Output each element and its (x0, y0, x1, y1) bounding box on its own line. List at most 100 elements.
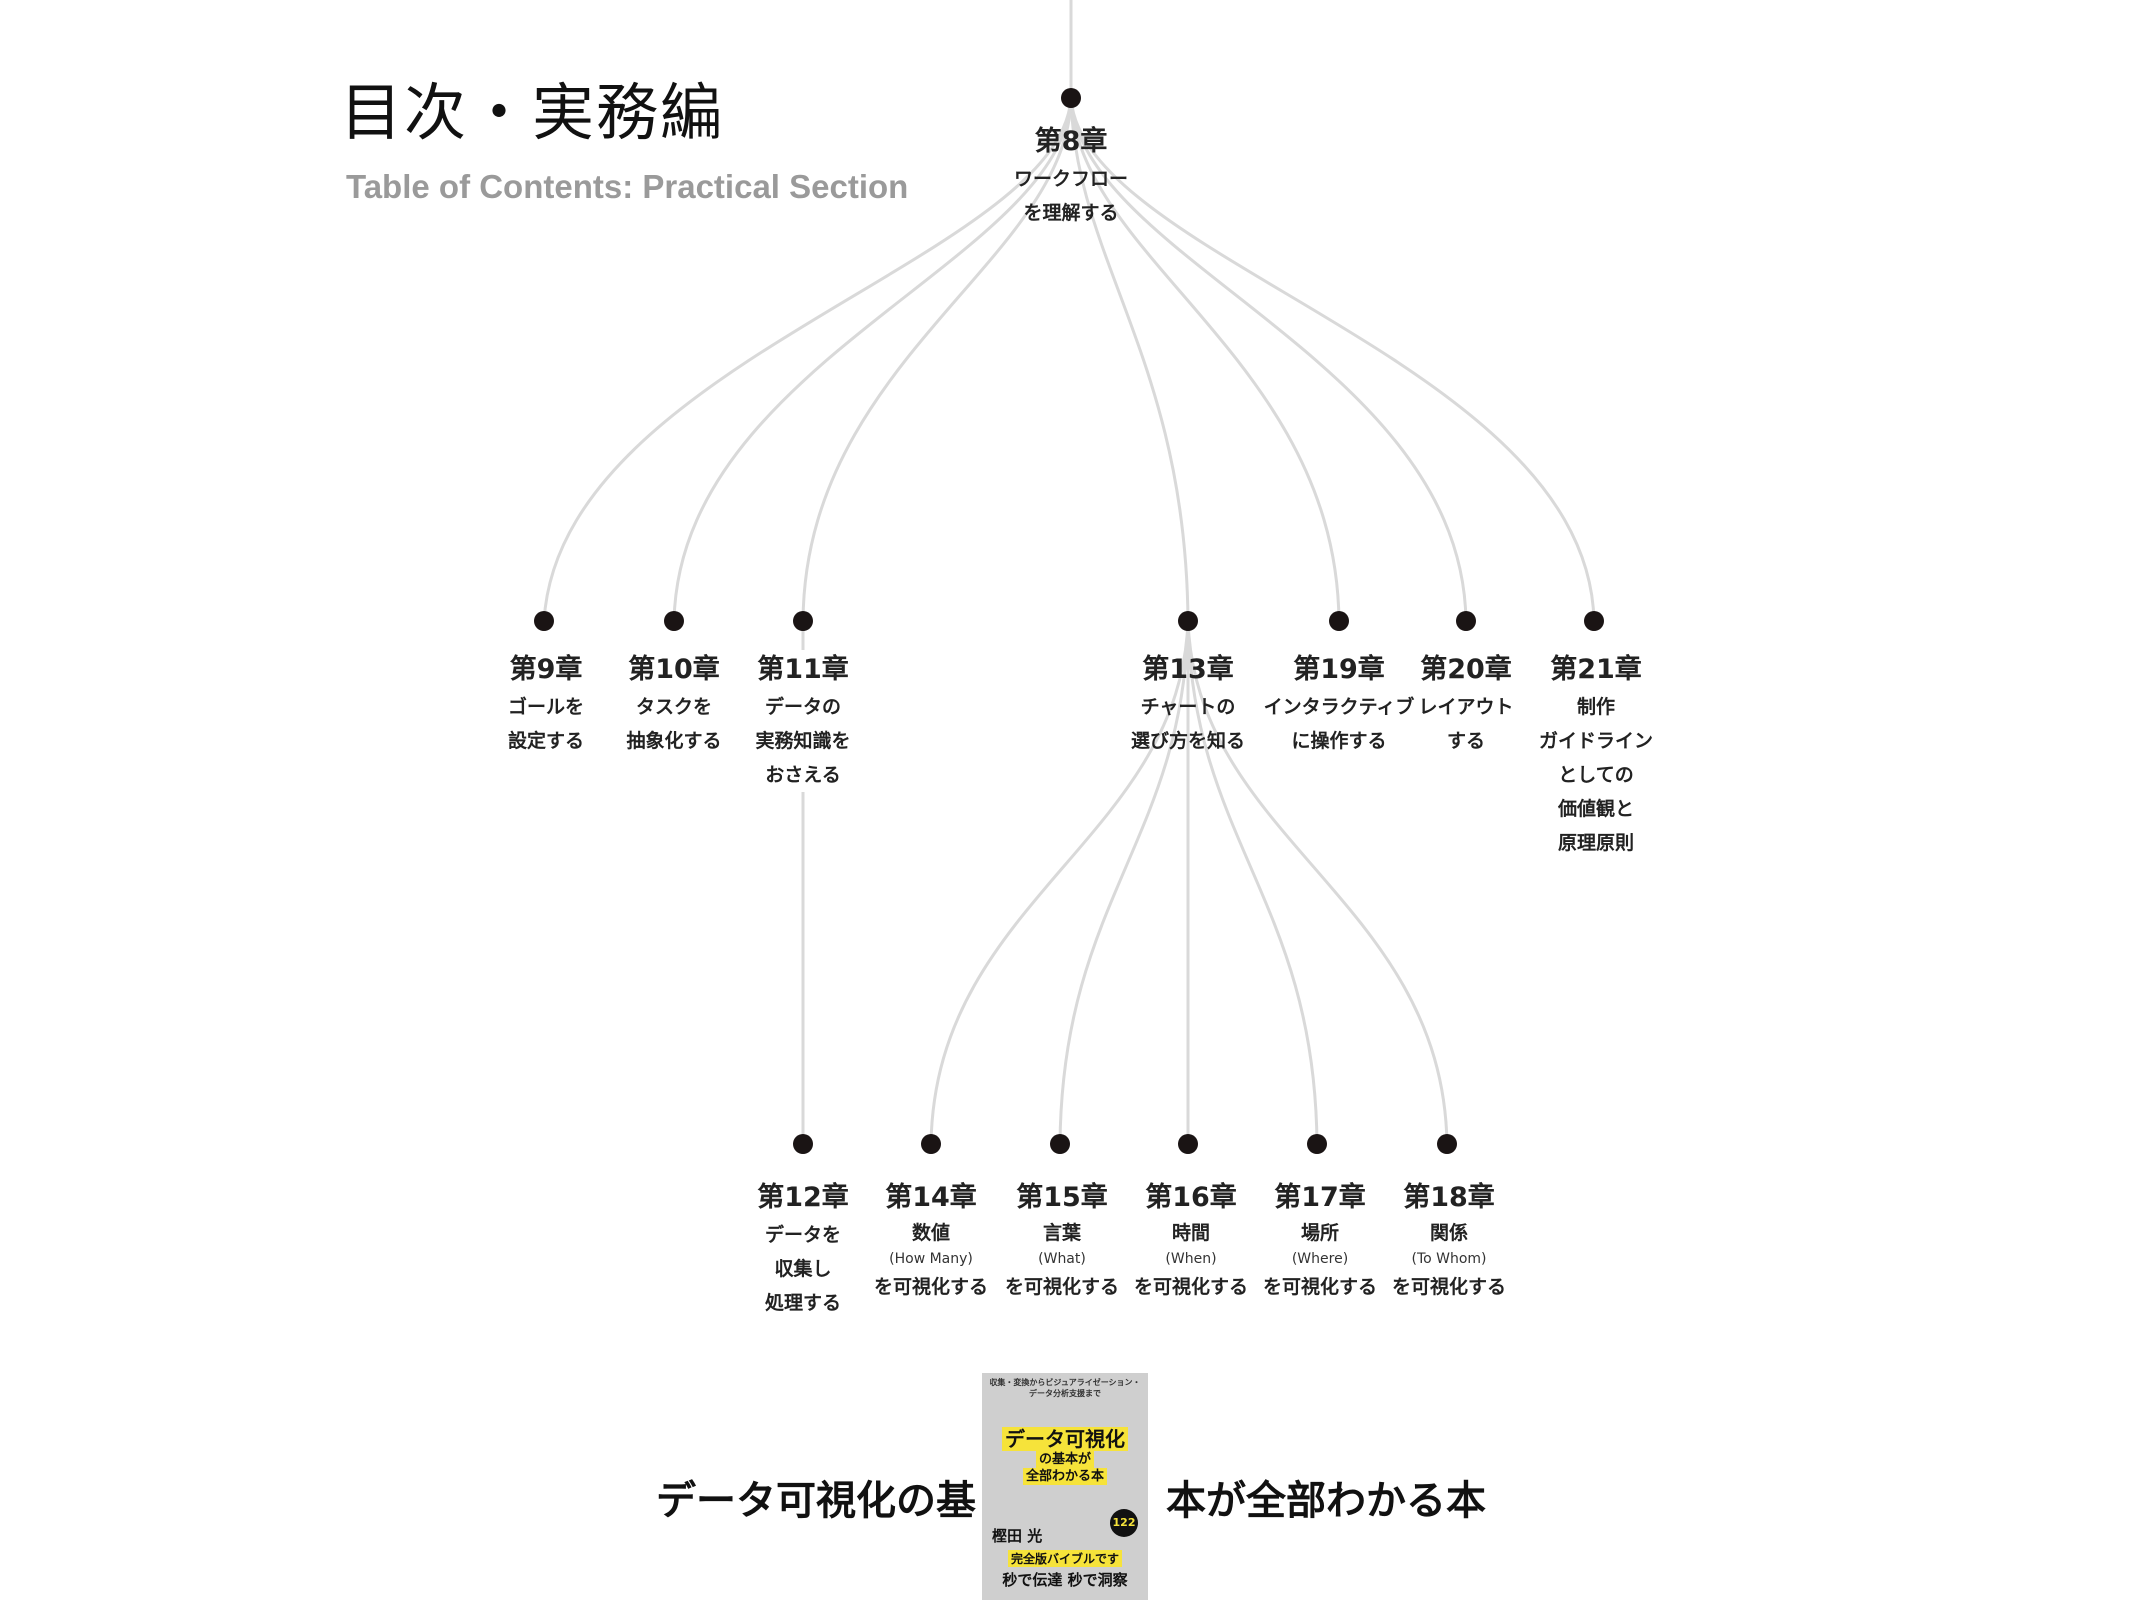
chapter-number: 第13章 (1142, 654, 1234, 685)
chapter-title-line: 実務知識を (755, 730, 851, 752)
chapter-number: 第21章 (1550, 654, 1642, 685)
chapter-topic-en: (How Many) (889, 1251, 973, 1267)
chapter-node-20: 第20章 レイアウト する (1418, 650, 1513, 758)
chapter-topic: 関係 (1429, 1222, 1469, 1244)
chapter-title-line: データを (764, 1224, 842, 1246)
chapter-node-16: 第16章 時間 (When) を可視化する (1134, 1178, 1248, 1304)
chapter-node-17: 第17章 場所 (Where) を可視化する (1263, 1178, 1377, 1304)
book-cover: 収集・変換からビジュアライゼーション・ データ分析支援まで データ可視化 の基本… (982, 1373, 1148, 1600)
chapter-title-line: ゴールを (507, 696, 585, 718)
page-subtitle: Table of Contents: Practical Section (346, 168, 909, 205)
page-title: 目次・実務編 (340, 76, 725, 149)
chapter-node-9: 第9章 ゴールを 設定する (508, 650, 584, 758)
chapter-number: 第15章 (1016, 1182, 1108, 1213)
chapter-number: 第19章 (1293, 654, 1385, 685)
chapter-number: 第8章 (1034, 126, 1108, 157)
chapter-node-15: 第15章 言葉 (What) を可視化する (1005, 1178, 1119, 1304)
node-dot-12 (793, 1134, 813, 1154)
cover-title: 全部わかる本 (1022, 1468, 1107, 1485)
edge-13-18 (1186, 620, 1449, 1145)
chapter-title-line: 原理原則 (1557, 832, 1635, 854)
edge-13-15 (1058, 620, 1190, 1145)
chapter-title-line: する (1446, 730, 1486, 752)
chapter-node-19: 第19章 インタラクティブ に操作する (1264, 650, 1415, 758)
node-dot-15 (1050, 1134, 1070, 1154)
node-dot-9 (534, 611, 554, 631)
chapter-number: 第11章 (757, 654, 849, 685)
chapter-title-line: データの (764, 696, 842, 718)
chapter-number: 第18章 (1403, 1182, 1495, 1213)
node-dot-8 (1061, 88, 1081, 108)
chapter-number: 第17章 (1274, 1182, 1366, 1213)
chapter-topic: 時間 (1171, 1222, 1211, 1244)
cover-tagline: データ分析支援まで (1029, 1389, 1101, 1398)
node-dot-10 (664, 611, 684, 631)
chapter-suffix: を可視化する (1262, 1276, 1378, 1298)
edge-8-20 (1069, 97, 1468, 622)
chapter-number: 第10章 (628, 654, 720, 685)
chapter-title-line: 処理する (764, 1292, 842, 1314)
chapter-title-line: としての (1558, 764, 1634, 786)
node-dot-21 (1584, 611, 1604, 631)
node-dot-14 (921, 1134, 941, 1154)
book-title-left: データ可視化の基 (656, 1478, 976, 1524)
chapter-title-line: ワークフロー (1013, 168, 1129, 190)
chapter-title-line: に操作する (1291, 730, 1387, 752)
node-dot-18 (1437, 1134, 1457, 1154)
cover-band: 完全版バイブルです (1007, 1550, 1122, 1567)
chapter-title-line: レイアウト (1418, 696, 1514, 718)
edge-8-9 (542, 97, 1073, 622)
cover-title: の基本が (1035, 1451, 1094, 1468)
chapter-node-10: 第10章 タスクを 抽象化する (626, 650, 721, 758)
chapter-topic-en: (To Whom) (1411, 1251, 1487, 1267)
edge-8-21 (1069, 97, 1596, 622)
book-title-right: 本が全部わかる本 (1166, 1478, 1486, 1524)
chapter-number: 第12章 (757, 1182, 849, 1213)
chapter-title-line: 収集し (774, 1258, 832, 1280)
chapter-title-line: 抽象化する (626, 730, 722, 752)
chapter-title-line: ガイドライン (1538, 730, 1654, 752)
chapter-number: 第14章 (885, 1182, 977, 1213)
chapter-node-13: 第13章 チャートの 選び方を知る (1131, 650, 1245, 758)
chapter-topic-en: (When) (1165, 1251, 1217, 1267)
chapter-suffix: を可視化する (1133, 1276, 1249, 1298)
cover-badge: 122 (1110, 1509, 1138, 1537)
node-dot-13 (1178, 611, 1198, 631)
node-dot-11 (793, 611, 813, 631)
chapter-title-line: おさえる (765, 764, 841, 786)
cover-author: 樫田 光 (992, 1527, 1043, 1545)
chapter-title-line: 価値観と (1557, 798, 1635, 820)
node-dot-20 (1456, 611, 1476, 631)
edge-8-13 (1069, 97, 1190, 622)
chapter-node-11: 第11章 データの 実務知識を おさえる (755, 650, 851, 792)
chapter-number: 第16章 (1145, 1182, 1237, 1213)
edge-8-10 (672, 97, 1073, 622)
chapter-title-line: チャートの (1140, 696, 1236, 718)
chapter-number: 第9章 (509, 654, 583, 685)
edge-8-11 (801, 97, 1073, 622)
node-dot-19 (1329, 611, 1349, 631)
chapter-topic: 言葉 (1042, 1222, 1082, 1244)
chapter-title-line: タスクを (635, 696, 713, 718)
chapter-title-line: 選び方を知る (1130, 730, 1246, 752)
chapter-suffix: を可視化する (1004, 1276, 1120, 1298)
edge-13-17 (1186, 620, 1319, 1145)
chapter-topic-en: (What) (1038, 1251, 1086, 1267)
chapter-topic: 数値 (911, 1222, 951, 1244)
chapter-node-21: 第21章 制作 ガイドライン としての 価値観と 原理原則 (1539, 650, 1653, 860)
chapter-number: 第20章 (1420, 654, 1512, 685)
chapter-node-14: 第14章 数値 (How Many) を可視化する (874, 1178, 988, 1304)
chapter-title-line: インタラクティブ (1263, 696, 1415, 718)
edge-13-14 (929, 620, 1190, 1145)
chapter-topic-en: (Where) (1291, 1251, 1349, 1267)
cover-tagline: 収集・変換からビジュアライゼーション・ (989, 1378, 1141, 1387)
edge-8-19 (1069, 97, 1341, 622)
chapter-node-12: 第12章 データを 収集し 処理する (757, 1178, 849, 1320)
cover-slogan: 秒で伝達 秒で洞察 (1002, 1571, 1128, 1589)
node-dot-16 (1178, 1134, 1198, 1154)
chapter-title-line: 設定する (507, 730, 585, 752)
chapter-title-line: 制作 (1576, 696, 1616, 718)
node-dot-17 (1307, 1134, 1327, 1154)
chapter-suffix: を可視化する (873, 1276, 989, 1298)
